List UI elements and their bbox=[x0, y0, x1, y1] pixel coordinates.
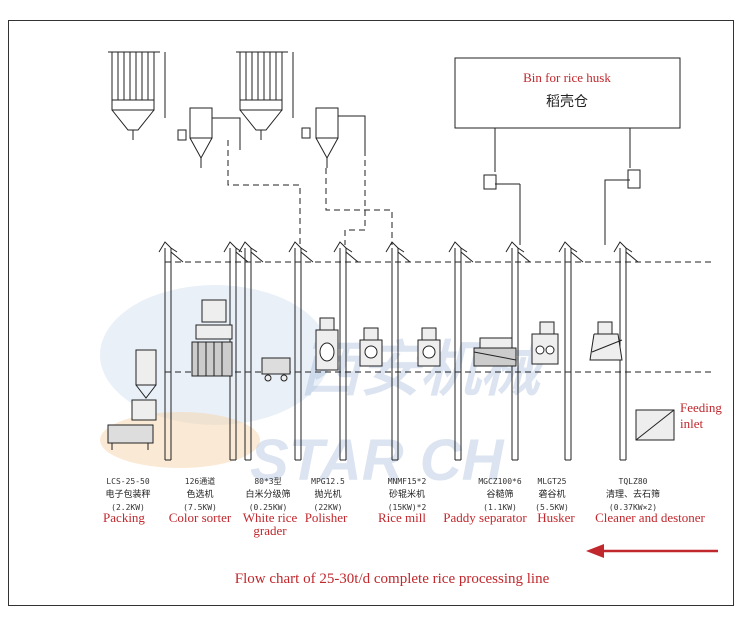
machine-name-en: Cleaner and destoner bbox=[595, 510, 705, 525]
rice-mill-2-icon bbox=[417, 327, 441, 367]
husker-icon bbox=[531, 321, 559, 365]
machine-name-en: White rice bbox=[243, 510, 298, 525]
machine-name-en: grader bbox=[253, 523, 287, 538]
machine-name-en: Paddy separator bbox=[443, 510, 527, 525]
machine-label-separator: MGCZ100*6 谷糙筛 (1.1KW)Paddy separator bbox=[443, 477, 527, 525]
bucket-elevator bbox=[288, 241, 314, 461]
rice-husk-bin: Bin for rice husk 稻壳仓 bbox=[454, 57, 681, 245]
machine-label-husker: MLGT25 砻谷机 (5.5KW)Husker bbox=[535, 477, 575, 525]
dust-collector-1 bbox=[108, 51, 241, 168]
machine-name-cn: 抛光机 bbox=[314, 488, 341, 500]
rice-mill-1-icon bbox=[359, 327, 383, 367]
machine-label-packing: LCS-25-50 电子包装秤 (2.2KW)Packing bbox=[103, 477, 150, 525]
bin-label-en: Bin for rice husk bbox=[523, 70, 611, 85]
machine-name-en: Husker bbox=[537, 510, 575, 525]
machine-model: LCS-25-50 bbox=[106, 477, 150, 486]
machine-name-cn: 砻谷机 bbox=[538, 488, 565, 500]
polisher-icon bbox=[315, 317, 339, 371]
machine-model: TQLZ80 bbox=[619, 477, 648, 486]
bin-label-cn: 稻壳仓 bbox=[546, 93, 588, 110]
machine-name-cn: 砂辊米机 bbox=[389, 488, 425, 500]
machine-name-en: Packing bbox=[103, 510, 145, 525]
dust-collector-2 bbox=[236, 51, 366, 168]
machine-name-en: Polisher bbox=[305, 510, 348, 525]
watermark-en: STAR CH bbox=[250, 428, 505, 493]
bucket-elevator bbox=[558, 241, 584, 461]
cleaner-icon bbox=[589, 321, 623, 361]
machine-model: MLGT25 bbox=[538, 477, 567, 486]
paddy-separator-icon bbox=[473, 337, 517, 367]
bucket-elevator bbox=[158, 241, 184, 461]
air-ducts bbox=[165, 140, 715, 373]
machine-model: 126通道 bbox=[185, 476, 215, 486]
machine-power: (1.1KW) bbox=[483, 503, 517, 512]
machine-power: (7.5KW) bbox=[183, 503, 217, 512]
machine-model: 80*3型 bbox=[254, 477, 281, 486]
machine-name-cn: 白米分级筛 bbox=[245, 488, 290, 500]
color-sorter-icon bbox=[191, 299, 233, 377]
diagram-title: Flow chart of 25-30t/d complete rice pro… bbox=[235, 571, 550, 587]
machine-power: (5.5KW) bbox=[535, 503, 569, 512]
machine-name-cn: 清理、去石筛 bbox=[606, 488, 660, 500]
bucket-elevator bbox=[333, 241, 359, 461]
machine-power: (0.37KW×2) bbox=[609, 503, 657, 512]
machine-power: (2.2KW) bbox=[111, 503, 145, 512]
machine-icons bbox=[107, 299, 675, 450]
flow-direction-arrow bbox=[586, 544, 718, 558]
machine-name-cn: 谷糙筛 bbox=[486, 488, 513, 500]
bucket-elevator bbox=[448, 241, 474, 461]
machine-label-polisher: MPG12.5 抛光机 (22KW)Polisher bbox=[305, 477, 348, 525]
machine-name-en: Color sorter bbox=[169, 510, 232, 525]
machine-model: MNMF15*2 bbox=[388, 477, 427, 486]
feeding-inlet-label-2: inlet bbox=[680, 416, 703, 431]
machine-power: (15KW)*2 bbox=[388, 503, 427, 512]
machine-name-cn: 电子包装秤 bbox=[105, 488, 150, 500]
machine-label-cleaner: TQLZ80 清理、去石筛 (0.37KW×2)Cleaner and deston… bbox=[595, 477, 705, 525]
machine-power: (0.25KW) bbox=[249, 503, 288, 512]
machine-power: (22KW) bbox=[314, 503, 343, 512]
grader-icon bbox=[261, 357, 291, 382]
machine-model: MPG12.5 bbox=[311, 477, 345, 486]
bucket-elevator bbox=[385, 241, 411, 461]
bucket-elevator bbox=[238, 241, 264, 461]
machine-name-en: Rice mill bbox=[378, 510, 426, 525]
machine-model: MGCZ100*6 bbox=[478, 477, 522, 486]
diagram-frame bbox=[8, 20, 734, 606]
machine-name-cn: 色选机 bbox=[186, 488, 213, 500]
feeding-hopper-icon bbox=[635, 409, 675, 441]
watermark: 西安机械 STAR CH bbox=[100, 285, 548, 493]
packing-scale-icon bbox=[107, 349, 157, 450]
feeding-inlet-label: Feeding bbox=[680, 400, 722, 415]
